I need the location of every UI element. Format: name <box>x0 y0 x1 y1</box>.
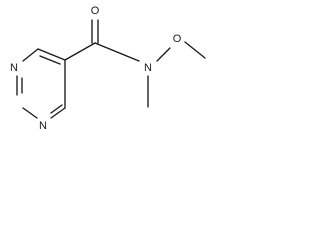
pyrimidine-ring <box>16 48 66 119</box>
bond-n1-c6 <box>50 107 66 119</box>
atom-labels: N N O N O <box>10 5 182 132</box>
bond-amide-n-methoxy-o <box>156 47 171 62</box>
bond-ring-carbonyl <box>64 42 96 61</box>
bond-c5-c4-inner <box>39 55 61 65</box>
bond-c4-n3 <box>22 48 39 62</box>
atom-label-amide-nitrogen: N <box>144 62 152 74</box>
atom-label-n-ring-top: N <box>10 62 18 74</box>
bond-carbonyl-amide-n <box>94 42 140 62</box>
weinreb-amide-group <box>64 19 206 108</box>
bond-c2-n1 <box>22 107 38 119</box>
atom-label-carbonyl-oxygen: O <box>91 5 100 17</box>
bond-c5-c4 <box>37 48 66 61</box>
bond-n1-c6-inner <box>50 104 63 114</box>
atom-label-n-ring-bottom: N <box>39 120 47 132</box>
bond-methoxy-o-methyl <box>184 41 206 59</box>
chemical-structure-diagram: N N O N O <box>10 5 206 132</box>
atom-label-methoxy-oxygen: O <box>173 33 182 45</box>
